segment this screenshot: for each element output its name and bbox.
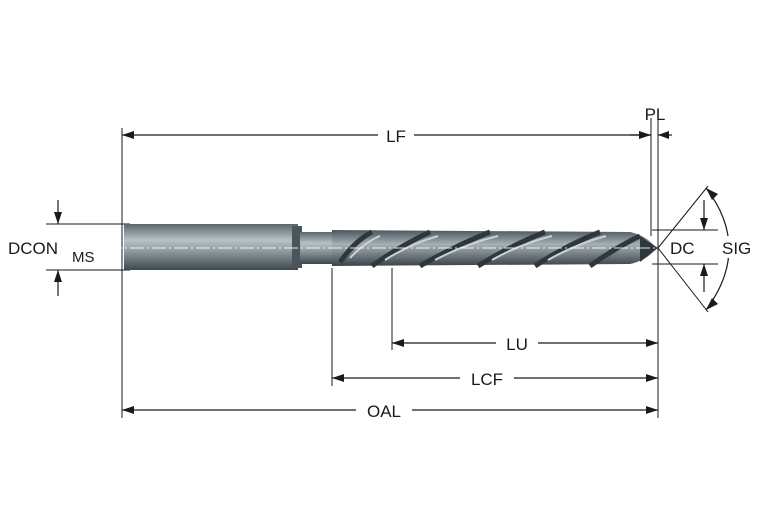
oal-arrow-right xyxy=(646,406,658,414)
drill-shank xyxy=(124,224,298,270)
dc-arrow-top xyxy=(700,218,708,230)
lf-arrow-left xyxy=(122,131,134,139)
sig-line-lower xyxy=(657,247,709,313)
dcon-arrow-top xyxy=(54,212,62,224)
flute-highlight xyxy=(349,235,607,261)
sig-label: SIG xyxy=(722,239,751,258)
sig-arrow-top xyxy=(706,188,718,200)
lf-label: LF xyxy=(386,127,406,146)
shank-collar xyxy=(292,226,302,268)
pl-label: PL xyxy=(645,105,666,124)
lcf-arrow-right xyxy=(646,374,658,382)
lcf-arrow-left xyxy=(332,374,344,382)
lcf-label: LCF xyxy=(471,370,503,389)
lu-arrow-right xyxy=(646,339,658,347)
pl-arrow xyxy=(658,131,669,139)
sig-line-upper xyxy=(657,185,709,249)
sig-arrow-bottom xyxy=(706,298,718,310)
lu-arrow-left xyxy=(392,339,404,347)
oal-arrow-left xyxy=(122,406,134,414)
dcon-label: DCON xyxy=(8,239,58,258)
dc-label: DC xyxy=(670,239,695,258)
lu-label: LU xyxy=(506,335,528,354)
ms-label: MS xyxy=(72,249,95,266)
drill-tip xyxy=(640,236,658,262)
dcon-arrow-bottom xyxy=(54,270,62,282)
dc-arrow-bottom xyxy=(700,264,708,276)
oal-label: OAL xyxy=(367,402,401,421)
